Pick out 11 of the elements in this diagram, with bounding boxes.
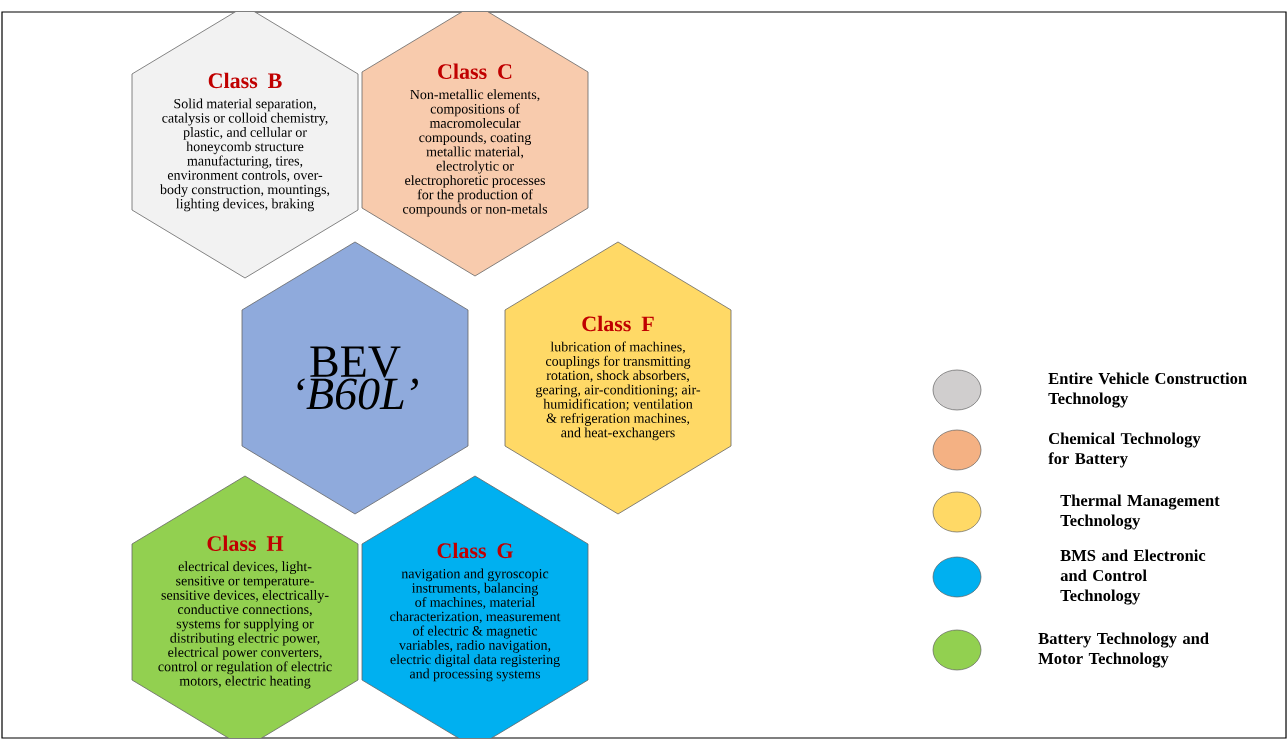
legend-label: Chemical Technology for Battery: [1048, 432, 1201, 468]
legend-label: Entire Vehicle Construction Technology: [1048, 372, 1247, 408]
legend-label: Battery Technology and Motor Technology: [1038, 632, 1209, 668]
legend-label: Thermal Management Technology: [1060, 494, 1220, 530]
hexagon: Class C Non-metallic elements, compositions of macromolecular compounds, coating metallic material, electrolytic or electrophoretic processes for the production of compounds or non-metals: [361, 12, 589, 277]
legend-label: BMS and Electronic and Control Technology: [1060, 549, 1206, 605]
hexagon: Class H electrical devices, light-sensitive or temperature-sensitive devices, electrically-conductive connections, systems for supplying or distributing electric power, electrical power converters, control or regulation of electric motors, electric heating: [131, 475, 359, 738]
hexagon: BEV ‘B60L’: [241, 241, 469, 515]
hexagon: Class G navigation and gyroscopic instruments, balancing of machines, material characterization, measurement of electric & magnetic variables, radio navigation, electric digital data registering and processing systems: [361, 475, 589, 738]
hexagon: Class B Solid material separation, catalysis or colloid chemistry, plastic, and cellular or honeycomb structure manufacturing, tires, environment controls, over-body construction, mountings, lighting devices, braking: [131, 12, 359, 279]
hexagon: Class F lubrication of machines, couplings for transmitting rotation, shock absorbers, gearing, air-conditioning; air-humidification; ventilation & refrigeration machines, and heat-exchangers: [504, 241, 732, 515]
